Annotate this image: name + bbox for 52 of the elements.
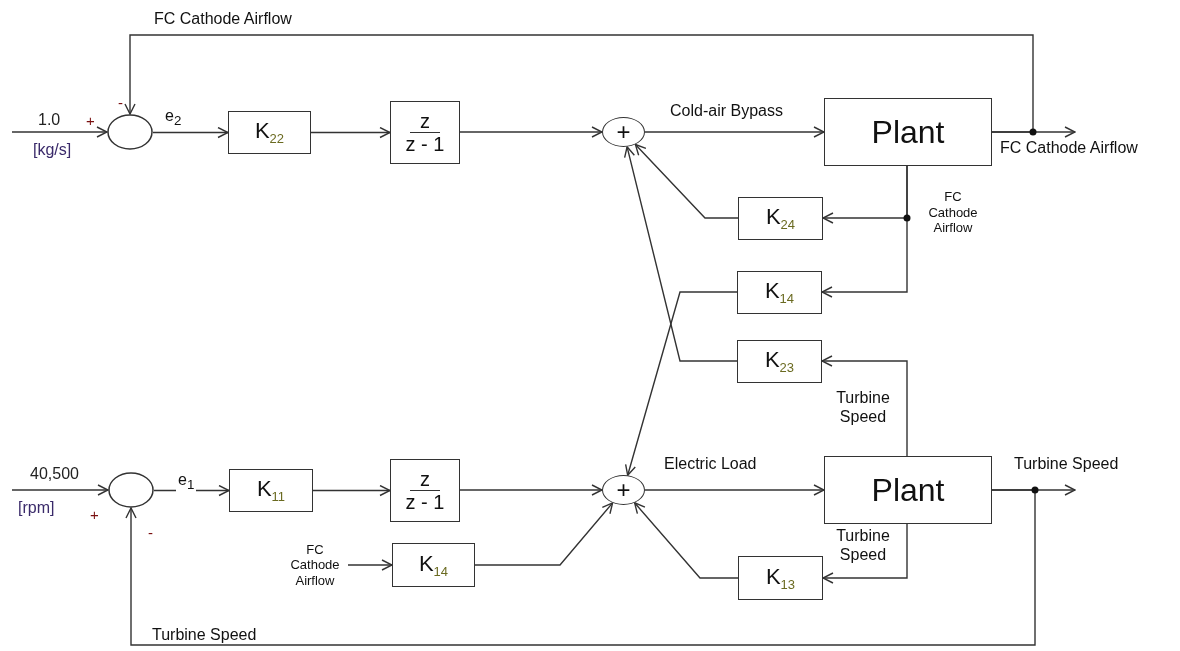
arrow xyxy=(459,484,603,496)
arrow xyxy=(124,34,1034,133)
edge-label: Turbine Speed xyxy=(150,625,259,645)
numerator: z xyxy=(410,110,440,133)
arrow xyxy=(633,502,739,579)
arrow xyxy=(634,143,739,219)
summing-junction: + xyxy=(602,117,645,147)
denominator: z - 1 xyxy=(404,491,446,513)
numerator: z xyxy=(410,468,440,491)
gain-block: K$_{13}$ xyxy=(738,556,823,600)
gain-block: K$_{14}$ xyxy=(392,543,475,587)
edge-label: Cold-air Bypass xyxy=(668,101,785,121)
input-value-label: 40,500 xyxy=(30,464,79,484)
arrow xyxy=(11,126,108,138)
arrow xyxy=(310,126,391,139)
input-value-label: [rpm] xyxy=(18,498,55,518)
summing-junction xyxy=(108,472,154,508)
arrow xyxy=(644,126,825,138)
arrow xyxy=(312,484,391,497)
gain-block: K$_{11}$ xyxy=(229,469,313,512)
arrow xyxy=(821,355,908,457)
input-value-label: 1.0 xyxy=(38,110,61,130)
arrow xyxy=(152,126,229,139)
gain-block: K$_{14}$ xyxy=(737,271,822,314)
sign-label: - xyxy=(148,525,153,540)
arrow xyxy=(623,146,738,362)
transfer-function-block xyxy=(390,459,460,522)
arrow xyxy=(153,484,230,497)
arrow xyxy=(125,489,1036,646)
gain-block: K$_{23}$ xyxy=(737,340,822,383)
arrow xyxy=(459,126,603,138)
arrow xyxy=(347,559,393,571)
summing-junction xyxy=(107,114,153,150)
plant-block: Plant xyxy=(824,456,992,524)
arrow xyxy=(821,165,908,298)
sign-label: + xyxy=(86,113,95,128)
transfer-function-block xyxy=(390,101,460,164)
gain-block: K$_{24}$ xyxy=(738,197,823,240)
gain-block: K$_{22}$ xyxy=(228,111,311,154)
arrow xyxy=(822,523,908,584)
plant-block: Plant xyxy=(824,98,992,166)
denominator: z - 1 xyxy=(404,133,446,155)
arrow xyxy=(11,484,109,496)
sign-label: + xyxy=(90,507,99,522)
summing-junction: + xyxy=(602,475,645,505)
arrow xyxy=(644,484,825,496)
signal-label: FC Cathode Airflow xyxy=(282,538,348,592)
arrow xyxy=(624,291,738,476)
sign-label: - xyxy=(118,95,123,110)
arrow xyxy=(474,502,614,566)
edge-label: Turbine Speed xyxy=(1012,454,1121,474)
input-value-label: [kg/s] xyxy=(33,140,72,160)
